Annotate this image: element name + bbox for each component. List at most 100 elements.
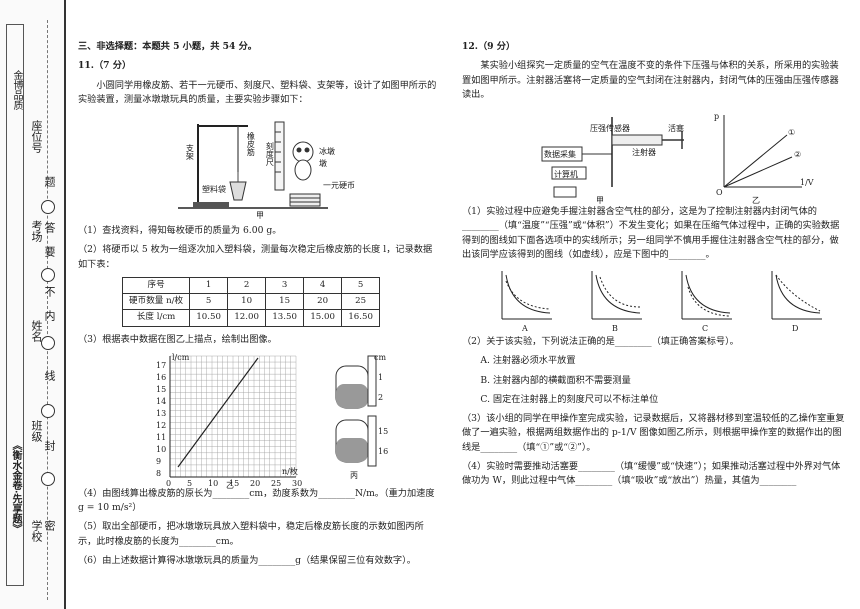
option-c: C — [702, 324, 709, 333]
option-a: A — [522, 324, 528, 333]
label-ruler: 刻度尺 — [265, 142, 275, 166]
label-piston: 活塞 — [668, 124, 684, 133]
q12-part4: （4）实验时需要推动活塞要________（填“缓慢”或“快速”）；如果推动活塞… — [462, 460, 841, 486]
seal-word: 线 — [43, 370, 56, 381]
y-tick-label: 15 — [156, 384, 167, 394]
y-tick-label: 16 — [156, 372, 167, 382]
step-6: （6）由上述数据计算得冰墩墩玩具的质量为________g（结果保留三位有效数字… — [78, 554, 416, 566]
y-tick-label: 11 — [156, 432, 167, 442]
caption-jia-12: 甲 — [596, 196, 604, 205]
q12-part2-a: A. 注射器必须水平放置 — [480, 355, 576, 367]
q11-heading: 11.（7 分） — [78, 60, 132, 72]
x-tick-label: 10 — [208, 478, 219, 488]
option-d: D — [792, 324, 799, 333]
step-1: （1）查找资料，得知每枚硬币的质量为 6.00 g。 — [78, 225, 282, 236]
q12-part2-b: B. 注射器内部的横截面积不需要测量 — [480, 374, 631, 386]
q12-figures: 压强传感器 活塞 数据采集 注射器 计算机 甲 p 1/V O ① ② 乙 — [462, 107, 847, 205]
binding-margin: 《衡水金卷·先享题》 金博品质 密 封 线 内 不 要 答 题 学校 班级 姓名… — [0, 0, 66, 609]
step-5: （5）取出全部硬币，把冰墩墩玩具放入塑料袋中，稳定后橡皮筋长度的示数如图丙所示，… — [78, 521, 424, 547]
label-toy: 冰墩墩 — [319, 147, 335, 169]
q12-part1: （1）实验过程中应避免手握注射器含空气柱的部分，这是为了控制注射器内封闭气体的_… — [462, 206, 840, 260]
label-stand: 支架 — [185, 144, 195, 160]
x-tick-label: 25 — [271, 478, 282, 488]
label-sensor: 压强传感器 — [590, 124, 630, 133]
caption-yi: 乙 — [226, 480, 234, 490]
bing-unit: cm — [374, 352, 387, 362]
bing-upper-meter — [335, 355, 377, 409]
q12-intro: 某实验小组探究一定质量的空气在温度不变的条件下压强与体积的关系，所采用的实验装置… — [462, 60, 839, 100]
x-tick-label: 20 — [250, 478, 261, 488]
x-tick-label: 5 — [187, 478, 193, 488]
label-computer: 计算机 — [554, 170, 578, 179]
q12-apparatus-drawing — [541, 115, 802, 198]
x-tick-label: 0 — [166, 478, 172, 488]
y-tick-label: 14 — [156, 396, 167, 406]
series-strip — [6, 24, 24, 586]
label-collector: 数据采集 — [544, 150, 576, 159]
graph-xlabel: n/枚 — [282, 466, 298, 476]
x-tick-label: 30 — [292, 478, 303, 488]
graph-yi — [169, 355, 377, 478]
q12-part2-c: C. 固定在注射器上的刻度尺可以不标注单位 — [480, 393, 659, 405]
corner-label: 金博品质 — [11, 70, 22, 110]
seal-hole — [41, 336, 55, 350]
x-tick-label: 15 — [229, 478, 240, 488]
section-heading: 三、非选择题：本题共 5 小题，共 54 分。 — [78, 41, 257, 52]
label-band: 橡皮筋 — [246, 132, 256, 156]
yi-ylabel: p — [714, 112, 720, 121]
label-syringe: 注射器 — [632, 148, 656, 157]
y-tick-label: 10 — [156, 444, 167, 454]
field-label: 姓名 — [30, 320, 43, 342]
y-tick-label: 13 — [156, 408, 167, 418]
seal-word: 答 — [43, 222, 56, 233]
label-coins: 一元硬币 — [323, 181, 355, 190]
y-tick-label: 12 — [156, 420, 167, 430]
field-label: 班级 — [30, 420, 43, 442]
seal-word: 密 — [43, 520, 56, 531]
field-label: 学校 — [30, 520, 43, 542]
caption-bing: 丙 — [350, 470, 358, 480]
q12-heading: 12.（9 分） — [462, 41, 516, 52]
y-tick-label: 9 — [156, 456, 162, 466]
seal-hole — [41, 404, 55, 418]
series-title: 《衡水金卷·先享题》 — [10, 440, 21, 534]
right-column: 12.（9 分） 某实验小组探究一定质量的空气在温度不变的条件下压强与体积的关系… — [462, 40, 847, 493]
q11-intro: 小圆同学用橡皮筋、若干一元硬币、刻度尺、塑料袋、支架等，设计了如图甲所示的实验装… — [78, 79, 437, 105]
y-tick-label: 17 — [156, 360, 167, 370]
option-b: B — [612, 324, 618, 333]
bing-lower-tick: 15 — [378, 426, 389, 436]
option-graphs-drawing — [501, 271, 822, 320]
yi-xlabel: 1/V — [800, 178, 814, 187]
bing-upper-tick: 1 — [378, 372, 384, 382]
field-label: 考场 — [30, 220, 43, 242]
seal-hole — [41, 268, 55, 282]
graph-ylabel: l/cm — [172, 352, 190, 362]
bing-lower-meter — [335, 415, 377, 467]
apparatus-drawing — [178, 121, 328, 209]
seal-line — [47, 20, 48, 600]
caption-jia: 甲 — [256, 211, 264, 220]
caption-yi-12: 乙 — [752, 196, 760, 205]
step-4: （4）由图线算出橡皮筋的原长为________cm，劲度系数为________N… — [78, 487, 435, 514]
y-tick-label: 8 — [156, 468, 162, 478]
q12-part2: （2）关于该实验，下列说法正确的是________（填正确答案标号）。 — [462, 336, 739, 347]
fit-line — [177, 357, 259, 468]
step-3: （3）根据表中数据在图乙上描点，绘制出图像。 — [78, 333, 277, 345]
seal-hole — [41, 200, 55, 214]
seal-word: 要 — [43, 246, 56, 257]
bing-upper-tick: 2 — [378, 392, 384, 402]
yi-curve-2: ② — [794, 150, 802, 159]
yi-origin: O — [716, 188, 723, 197]
bing-lower-tick: 16 — [378, 446, 389, 456]
field-label: 座位号 — [30, 120, 43, 153]
seal-word: 内 — [43, 310, 56, 321]
step-2: （2）将硬币以 5 枚为一组逐次加入塑料袋，测量每次稳定后橡皮筋的长度 l，记录… — [78, 244, 433, 270]
figure-jia-apparatus: 支架 橡皮筋 刻度尺 塑料袋 冰墩墩 一元硬币 甲 — [78, 112, 438, 220]
yi-curve-1: ① — [788, 128, 796, 137]
seal-hole — [41, 472, 55, 486]
